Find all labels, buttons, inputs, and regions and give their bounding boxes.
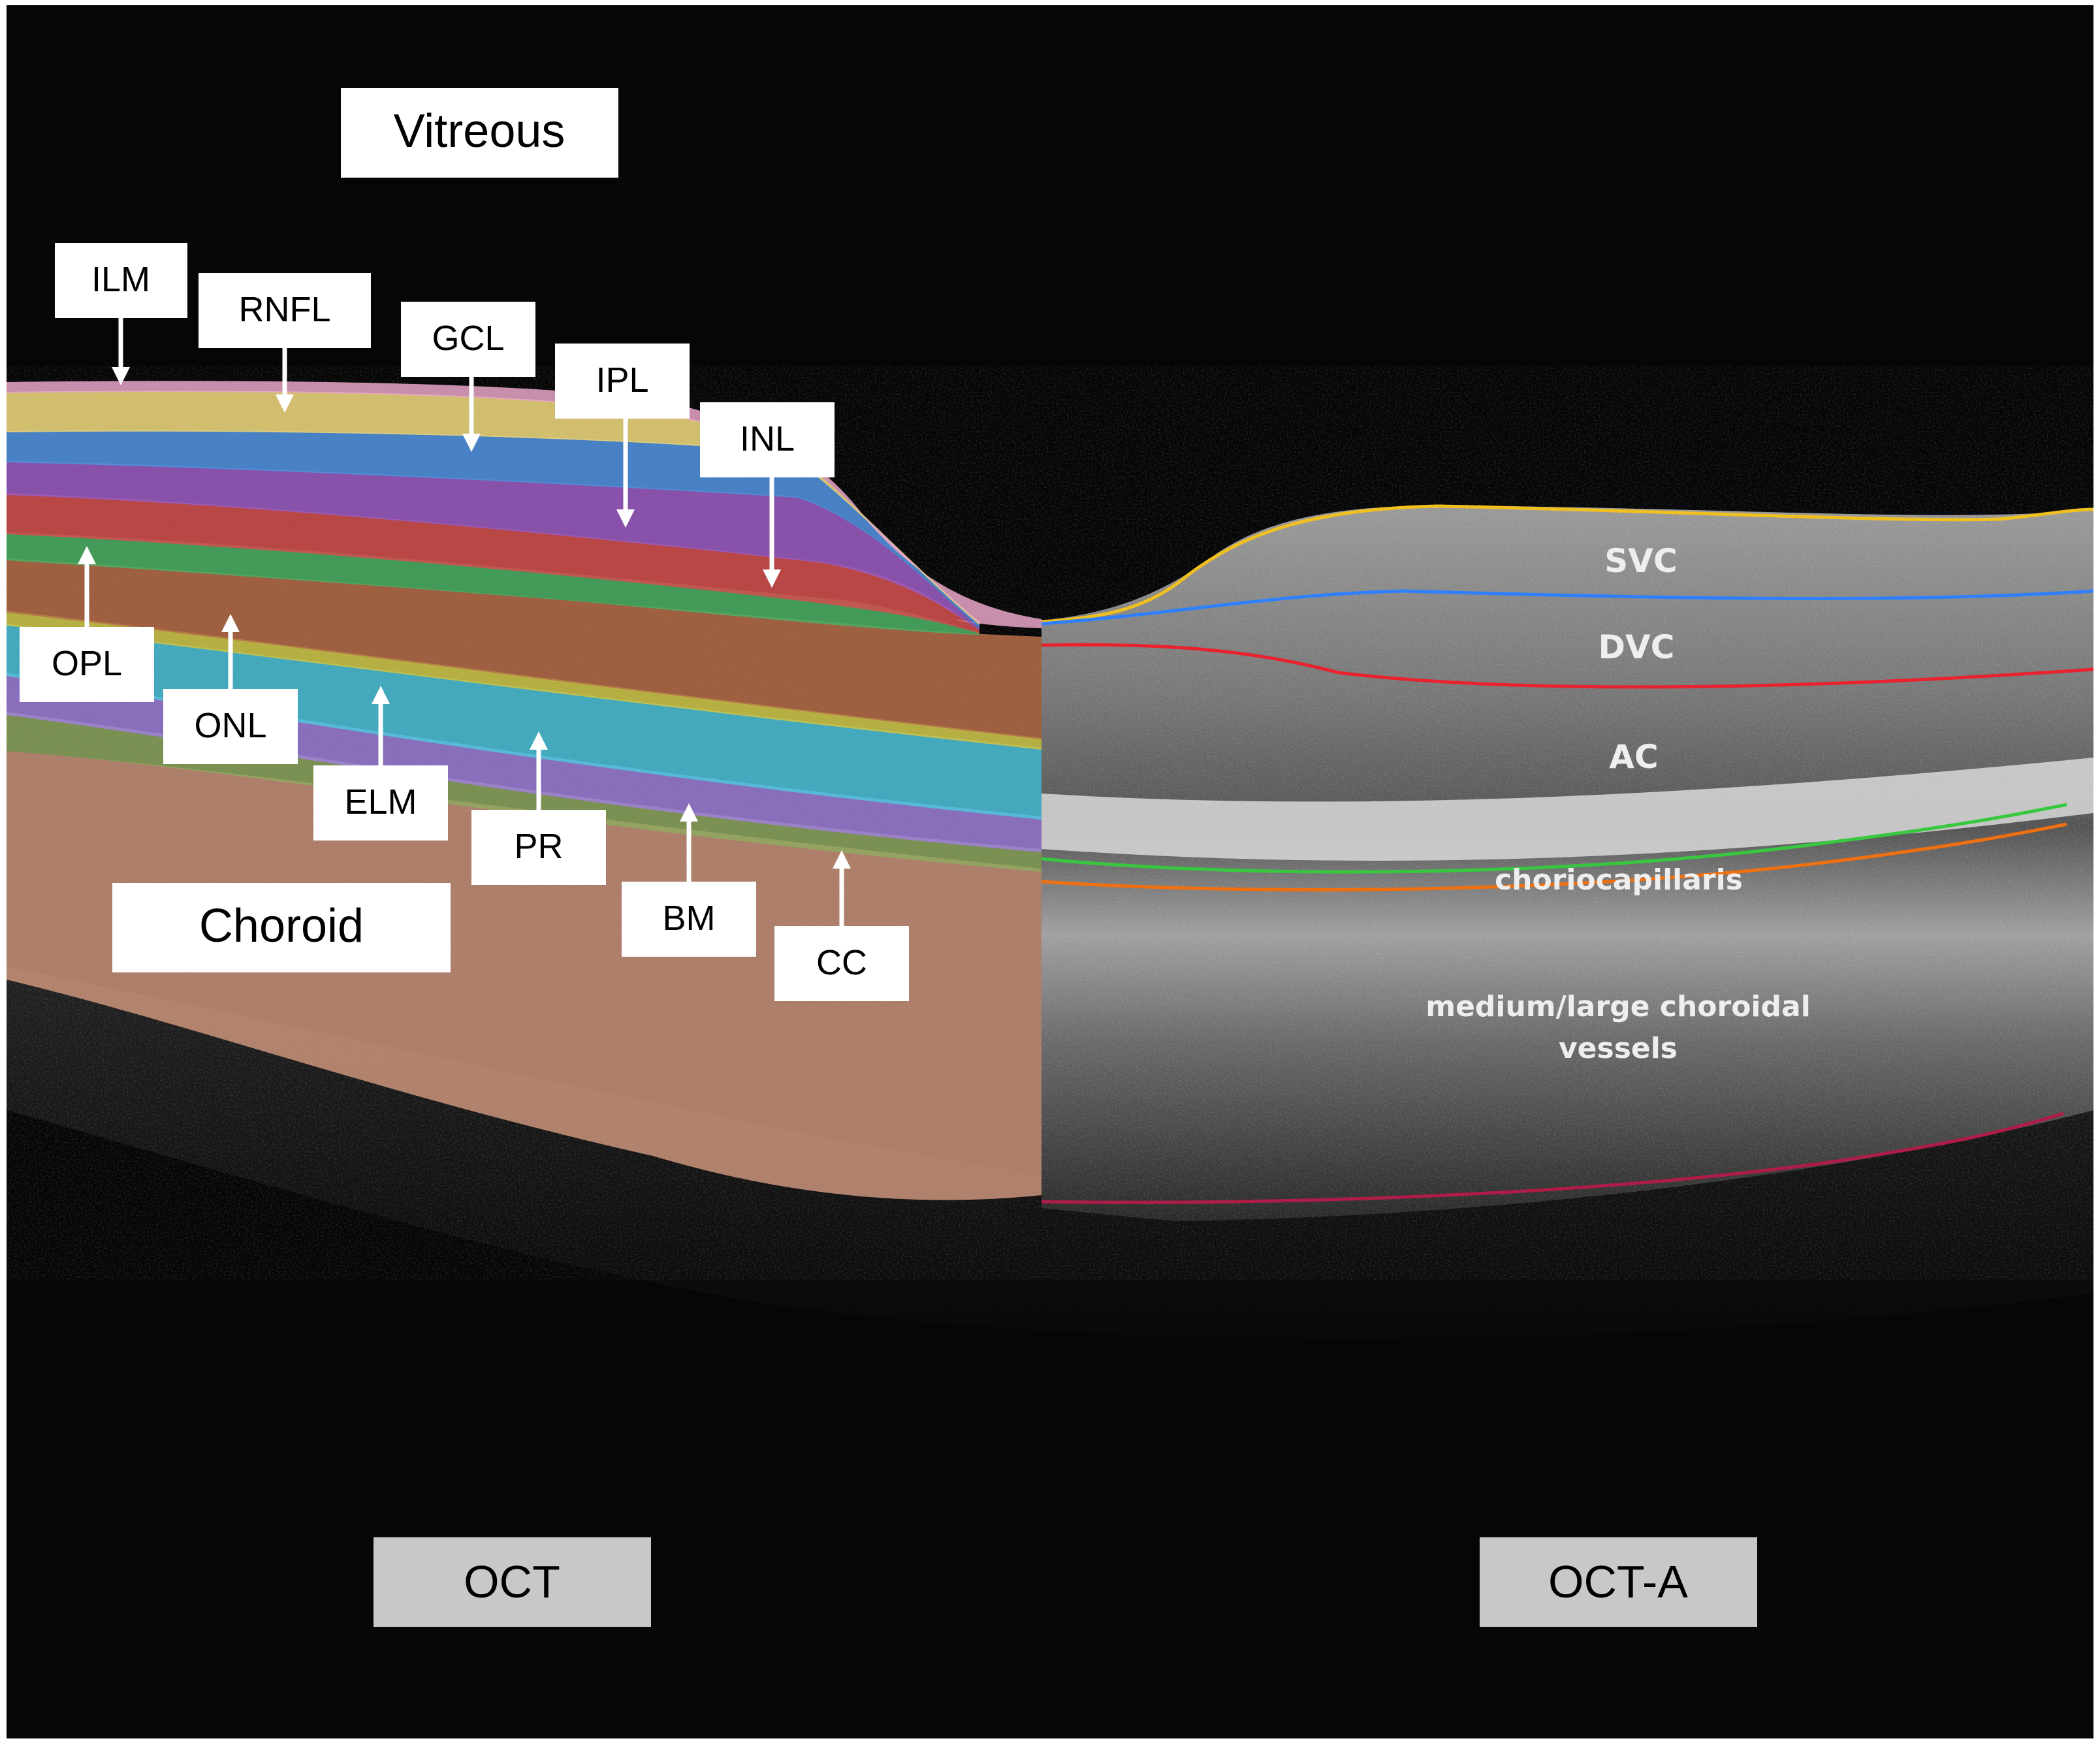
bm-box [622, 882, 756, 957]
layer-gcl [7, 430, 979, 628]
segmented-layers [7, 381, 1042, 1200]
choroid-label-box: Choroid [112, 883, 451, 972]
gcl-box [401, 302, 535, 377]
vitreous-label: Vitreous [394, 105, 565, 157]
oct-label: OCT [464, 1556, 560, 1607]
line-dvc-ac [1041, 643, 2093, 689]
ipl-box [555, 344, 690, 419]
layer-pr [7, 624, 1042, 820]
layer-choroid [7, 751, 1042, 1200]
elm-box [313, 765, 448, 840]
onl-annotation: ONL [163, 614, 298, 764]
rnfl-label: RNFL [238, 290, 330, 329]
ilm-label: ILM [91, 260, 150, 299]
pr-label: PR [514, 827, 563, 866]
oct-box [374, 1537, 651, 1627]
line-svc-top [1041, 504, 2093, 624]
choriocapillaris-label: choriocapillaris [1495, 863, 1743, 897]
cc-box [774, 926, 909, 1001]
line-choroid-lower [1041, 1112, 2064, 1204]
pr-arrowhead [530, 731, 548, 750]
vitreous-label-box: Vitreous [341, 88, 618, 178]
rnfl-box [199, 273, 371, 348]
ipl-label: IPL [596, 360, 648, 400]
elm-label: ELM [344, 782, 417, 822]
ac-label: AC [1609, 738, 1658, 776]
cc-annotation: CC [774, 850, 909, 1001]
layer-elm [7, 611, 1042, 750]
opl-label: OPL [52, 644, 122, 683]
opl-box [20, 627, 154, 702]
opl-arrowhead [78, 546, 96, 564]
choroid-label: Choroid [199, 900, 364, 952]
octa-label: OCT-A [1548, 1556, 1688, 1607]
bm-annotation: BM [622, 803, 756, 957]
rnfl-annotation: RNFL [199, 273, 371, 413]
line-ac-cc [1041, 803, 2067, 874]
ipl-arrowhead [616, 509, 635, 528]
rnfl-arrowhead [276, 394, 294, 413]
onl-box [163, 689, 298, 764]
line-svc-dvc [1041, 589, 2093, 626]
choroid-box [112, 883, 451, 972]
choroidal-vessels-label-line2: vessels [1559, 1032, 1678, 1065]
gcl-arrowhead [462, 434, 481, 452]
gcl-label: GCL [432, 319, 504, 358]
ipl-annotation: IPL [555, 344, 690, 528]
elm-arrowhead [372, 686, 390, 704]
onl-arrowhead [221, 614, 240, 632]
dvc-label: DVC [1599, 628, 1675, 666]
svc-label: SVC [1604, 542, 1677, 580]
ilm-box [55, 243, 187, 318]
elm-annotation: ELM [313, 686, 448, 840]
opl-annotation: OPL [20, 546, 154, 702]
line-cc-lower [1041, 822, 2067, 891]
choroidal-vessels-label-line1: medium/large choroidal [1425, 990, 1811, 1023]
cc-arrowhead [833, 850, 851, 869]
inl-label: INL [740, 419, 795, 458]
vitreous-box [341, 88, 618, 178]
ilm-arrowhead [112, 367, 130, 385]
layer-rnfl [7, 391, 979, 625]
inl-arrowhead [763, 569, 781, 588]
pr-annotation: PR [471, 731, 606, 885]
oct-panel-label-box: OCT [374, 1537, 651, 1627]
bm-label: BM [663, 899, 716, 938]
ilm-annotation: ILM [55, 243, 187, 385]
pr-box [471, 810, 606, 885]
layer-ipl [7, 460, 979, 630]
layer-inl [7, 493, 979, 633]
octa-box [1480, 1537, 1757, 1627]
cc-label: CC [816, 943, 867, 982]
inl-annotation: INL [700, 402, 835, 588]
layer-onl [7, 558, 1042, 739]
octa-panel-label-box: OCT-A [1480, 1537, 1757, 1627]
layer-opl [7, 532, 979, 635]
gcl-annotation: GCL [401, 302, 535, 452]
bm-arrowhead [680, 803, 698, 822]
onl-label: ONL [194, 706, 266, 745]
inl-box [700, 402, 835, 477]
